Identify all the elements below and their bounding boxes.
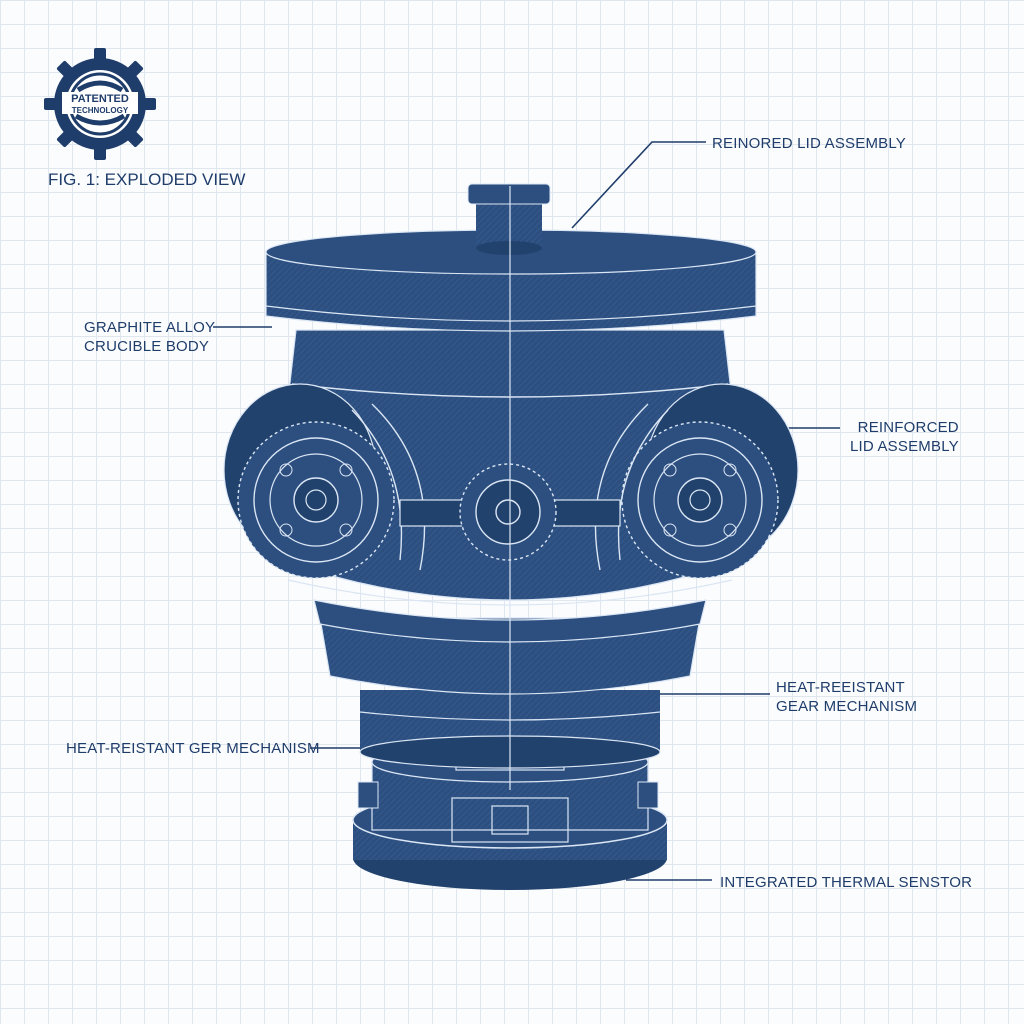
right-gear-housing <box>594 383 799 579</box>
badge-line-2: TECHNOLOGY <box>72 106 129 115</box>
badge-line-1: PATENTED <box>71 93 129 105</box>
callout-reinforced-lid-line-1: REINFORCED <box>857 419 959 436</box>
callout-lid-assembly: REINORED LID ASSEMBLY <box>712 135 906 152</box>
callout-thermal-sensor: INTEGRATED THERMAL SENSTOR <box>720 874 973 891</box>
callout-crucible-body-line-2: CRUCIBLE BODY <box>84 338 210 355</box>
callout-gear-mechanism-left: HEAT-REISTANT GER MECHANISM <box>66 740 320 757</box>
callout-gear-mechanism-right-line-1: HEAT-REEISTANT <box>776 679 905 696</box>
callout-reinforced-lid: REINFORCED LID ASSEMBLY <box>850 418 959 456</box>
callout-gear-mechanism-right: HEAT-REEISTANT GEAR MECHANISM <box>776 678 917 716</box>
lid <box>265 183 757 332</box>
callout-reinforced-lid-line-2: LID ASSEMBLY <box>850 438 959 455</box>
callout-crucible-body: GRAPHITE ALLOY CRUCIBLE BODY <box>84 318 215 356</box>
patented-badge: PATENTED TECHNOLOGY <box>44 48 156 160</box>
leader-lines <box>213 141 840 881</box>
figure-title: FIG. 1: EXPLODED VIEW <box>48 170 246 189</box>
callout-gear-mechanism-right-line-2: GEAR MECHANISM <box>776 698 918 715</box>
callout-crucible-body-line-1: GRAPHITE ALLOY <box>84 319 216 336</box>
left-gear-housing <box>223 383 426 579</box>
